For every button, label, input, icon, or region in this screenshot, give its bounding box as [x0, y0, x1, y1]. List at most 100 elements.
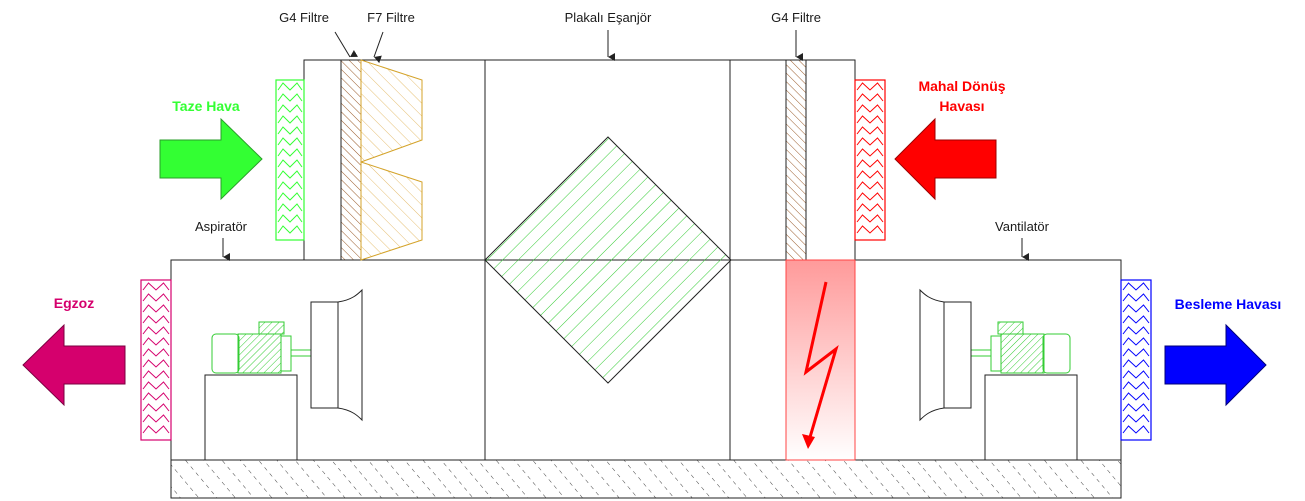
- damper-blade: [142, 414, 170, 423]
- damper-blade: [1122, 304, 1150, 313]
- aspirator-fan: [204, 288, 363, 461]
- damper-blade: [856, 93, 884, 102]
- supply-air-label: Besleme Havası: [1175, 296, 1282, 312]
- g4-filter-right: [785, 59, 807, 261]
- damper-blade: [277, 126, 303, 135]
- aspirator-fan-housing: [310, 301, 339, 409]
- f7-filter-bag-lower: [360, 161, 423, 261]
- ventilator-label: Vantilatör: [995, 219, 1050, 234]
- aspirator-motor-body: [211, 333, 240, 374]
- aspirator-shaft: [290, 349, 312, 357]
- supply-air-damper: [1120, 279, 1152, 441]
- damper-blade: [277, 82, 303, 91]
- fresh-air-label: Taze Hava: [172, 98, 240, 114]
- ventilator-terminal-box: [997, 321, 1024, 335]
- ventilator-fan-inlet: [919, 288, 945, 422]
- damper-blade: [1122, 381, 1150, 390]
- g4-filter-left-label: G4 Filtre: [279, 10, 329, 25]
- damper-blade: [856, 104, 884, 113]
- damper-blade: [142, 392, 170, 401]
- damper-blade: [1122, 282, 1150, 291]
- exhaust-label: Egzoz: [54, 295, 94, 311]
- return-air-label-line2: Havası: [939, 98, 984, 114]
- damper-blade: [142, 425, 170, 434]
- damper-blade: [1122, 326, 1150, 335]
- damper-blade: [277, 137, 303, 146]
- base-frame: [170, 459, 1122, 499]
- damper-blade: [1122, 293, 1150, 302]
- damper-blade: [1122, 403, 1150, 412]
- damper-blade: [856, 82, 884, 91]
- ventilator-fan-housing: [943, 301, 972, 409]
- damper-blade: [1122, 392, 1150, 401]
- damper-blade: [1122, 348, 1150, 357]
- exhaust-arrow-icon: [22, 323, 126, 407]
- damper-blade: [277, 148, 303, 157]
- return-air-label-line1: Mahal Dönüş: [918, 78, 1005, 94]
- damper-blade: [1122, 414, 1150, 423]
- damper-blade: [856, 192, 884, 201]
- fresh-air-damper: [275, 79, 305, 241]
- damper-blade: [856, 181, 884, 190]
- damper-blade: [142, 293, 170, 302]
- damper-blade: [277, 104, 303, 113]
- damper-blade: [856, 159, 884, 168]
- damper-blade: [277, 93, 303, 102]
- f7-pointer: [373, 31, 384, 64]
- damper-blade: [142, 381, 170, 390]
- ventilator-motor-body: [1042, 333, 1071, 374]
- supply-air-arrow-icon: [1164, 323, 1267, 407]
- damper-blade: [142, 326, 170, 335]
- damper-blade: [1122, 337, 1150, 346]
- damper-blade: [142, 337, 170, 346]
- aspirator-motor-cap: [280, 335, 292, 372]
- aspirator-terminal-box: [258, 321, 285, 335]
- damper-blade: [277, 225, 303, 234]
- lightning-bolt-icon: [803, 281, 839, 445]
- g4-filter-right-label: G4 Filtre: [771, 10, 821, 25]
- damper-blade: [856, 115, 884, 124]
- aspirator-fan-inlet: [337, 288, 363, 422]
- damper-blade: [1122, 359, 1150, 368]
- g4-filter-left: [340, 59, 362, 261]
- damper-blade: [277, 214, 303, 223]
- exhaust-damper: [140, 279, 172, 441]
- return-air-damper: [854, 79, 886, 241]
- ventilator-motor-core: [1000, 333, 1045, 374]
- fresh-air-arrow-icon: [159, 117, 263, 201]
- lightning-bolt-tip: [802, 434, 815, 449]
- damper-blade: [277, 192, 303, 201]
- damper-blade: [142, 370, 170, 379]
- damper-blade: [142, 315, 170, 324]
- damper-blade: [277, 203, 303, 212]
- plate-exchanger-core: [484, 136, 732, 384]
- damper-blade: [142, 304, 170, 313]
- damper-blade: [856, 137, 884, 146]
- damper-blade: [1122, 425, 1150, 434]
- damper-blade: [1122, 315, 1150, 324]
- aspirator-motor-base: [204, 374, 298, 461]
- damper-blade: [142, 348, 170, 357]
- damper-blade: [856, 225, 884, 234]
- damper-blade: [856, 148, 884, 157]
- damper-blade: [856, 214, 884, 223]
- ventilator-motor-base: [984, 374, 1078, 461]
- damper-blade: [856, 203, 884, 212]
- damper-blade: [856, 170, 884, 179]
- aspirator-motor-core: [237, 333, 282, 374]
- f7-filter-bag-upper: [360, 59, 423, 163]
- ventilator-motor-cap: [990, 335, 1002, 372]
- damper-blade: [277, 115, 303, 124]
- ventilator-shaft: [970, 349, 992, 357]
- return-air-arrow-icon: [894, 117, 997, 201]
- damper-blade: [142, 282, 170, 291]
- damper-blade: [142, 359, 170, 368]
- aspirator-label: Aspiratör: [195, 219, 248, 234]
- plate-exchanger-label: Plakalı Eşanjör: [565, 10, 652, 25]
- f7-filter-label: F7 Filtre: [367, 10, 415, 25]
- damper-blade: [277, 181, 303, 190]
- damper-blade: [277, 159, 303, 168]
- g4-left-pointer: [334, 31, 359, 58]
- ventilator-fan: [919, 288, 1078, 461]
